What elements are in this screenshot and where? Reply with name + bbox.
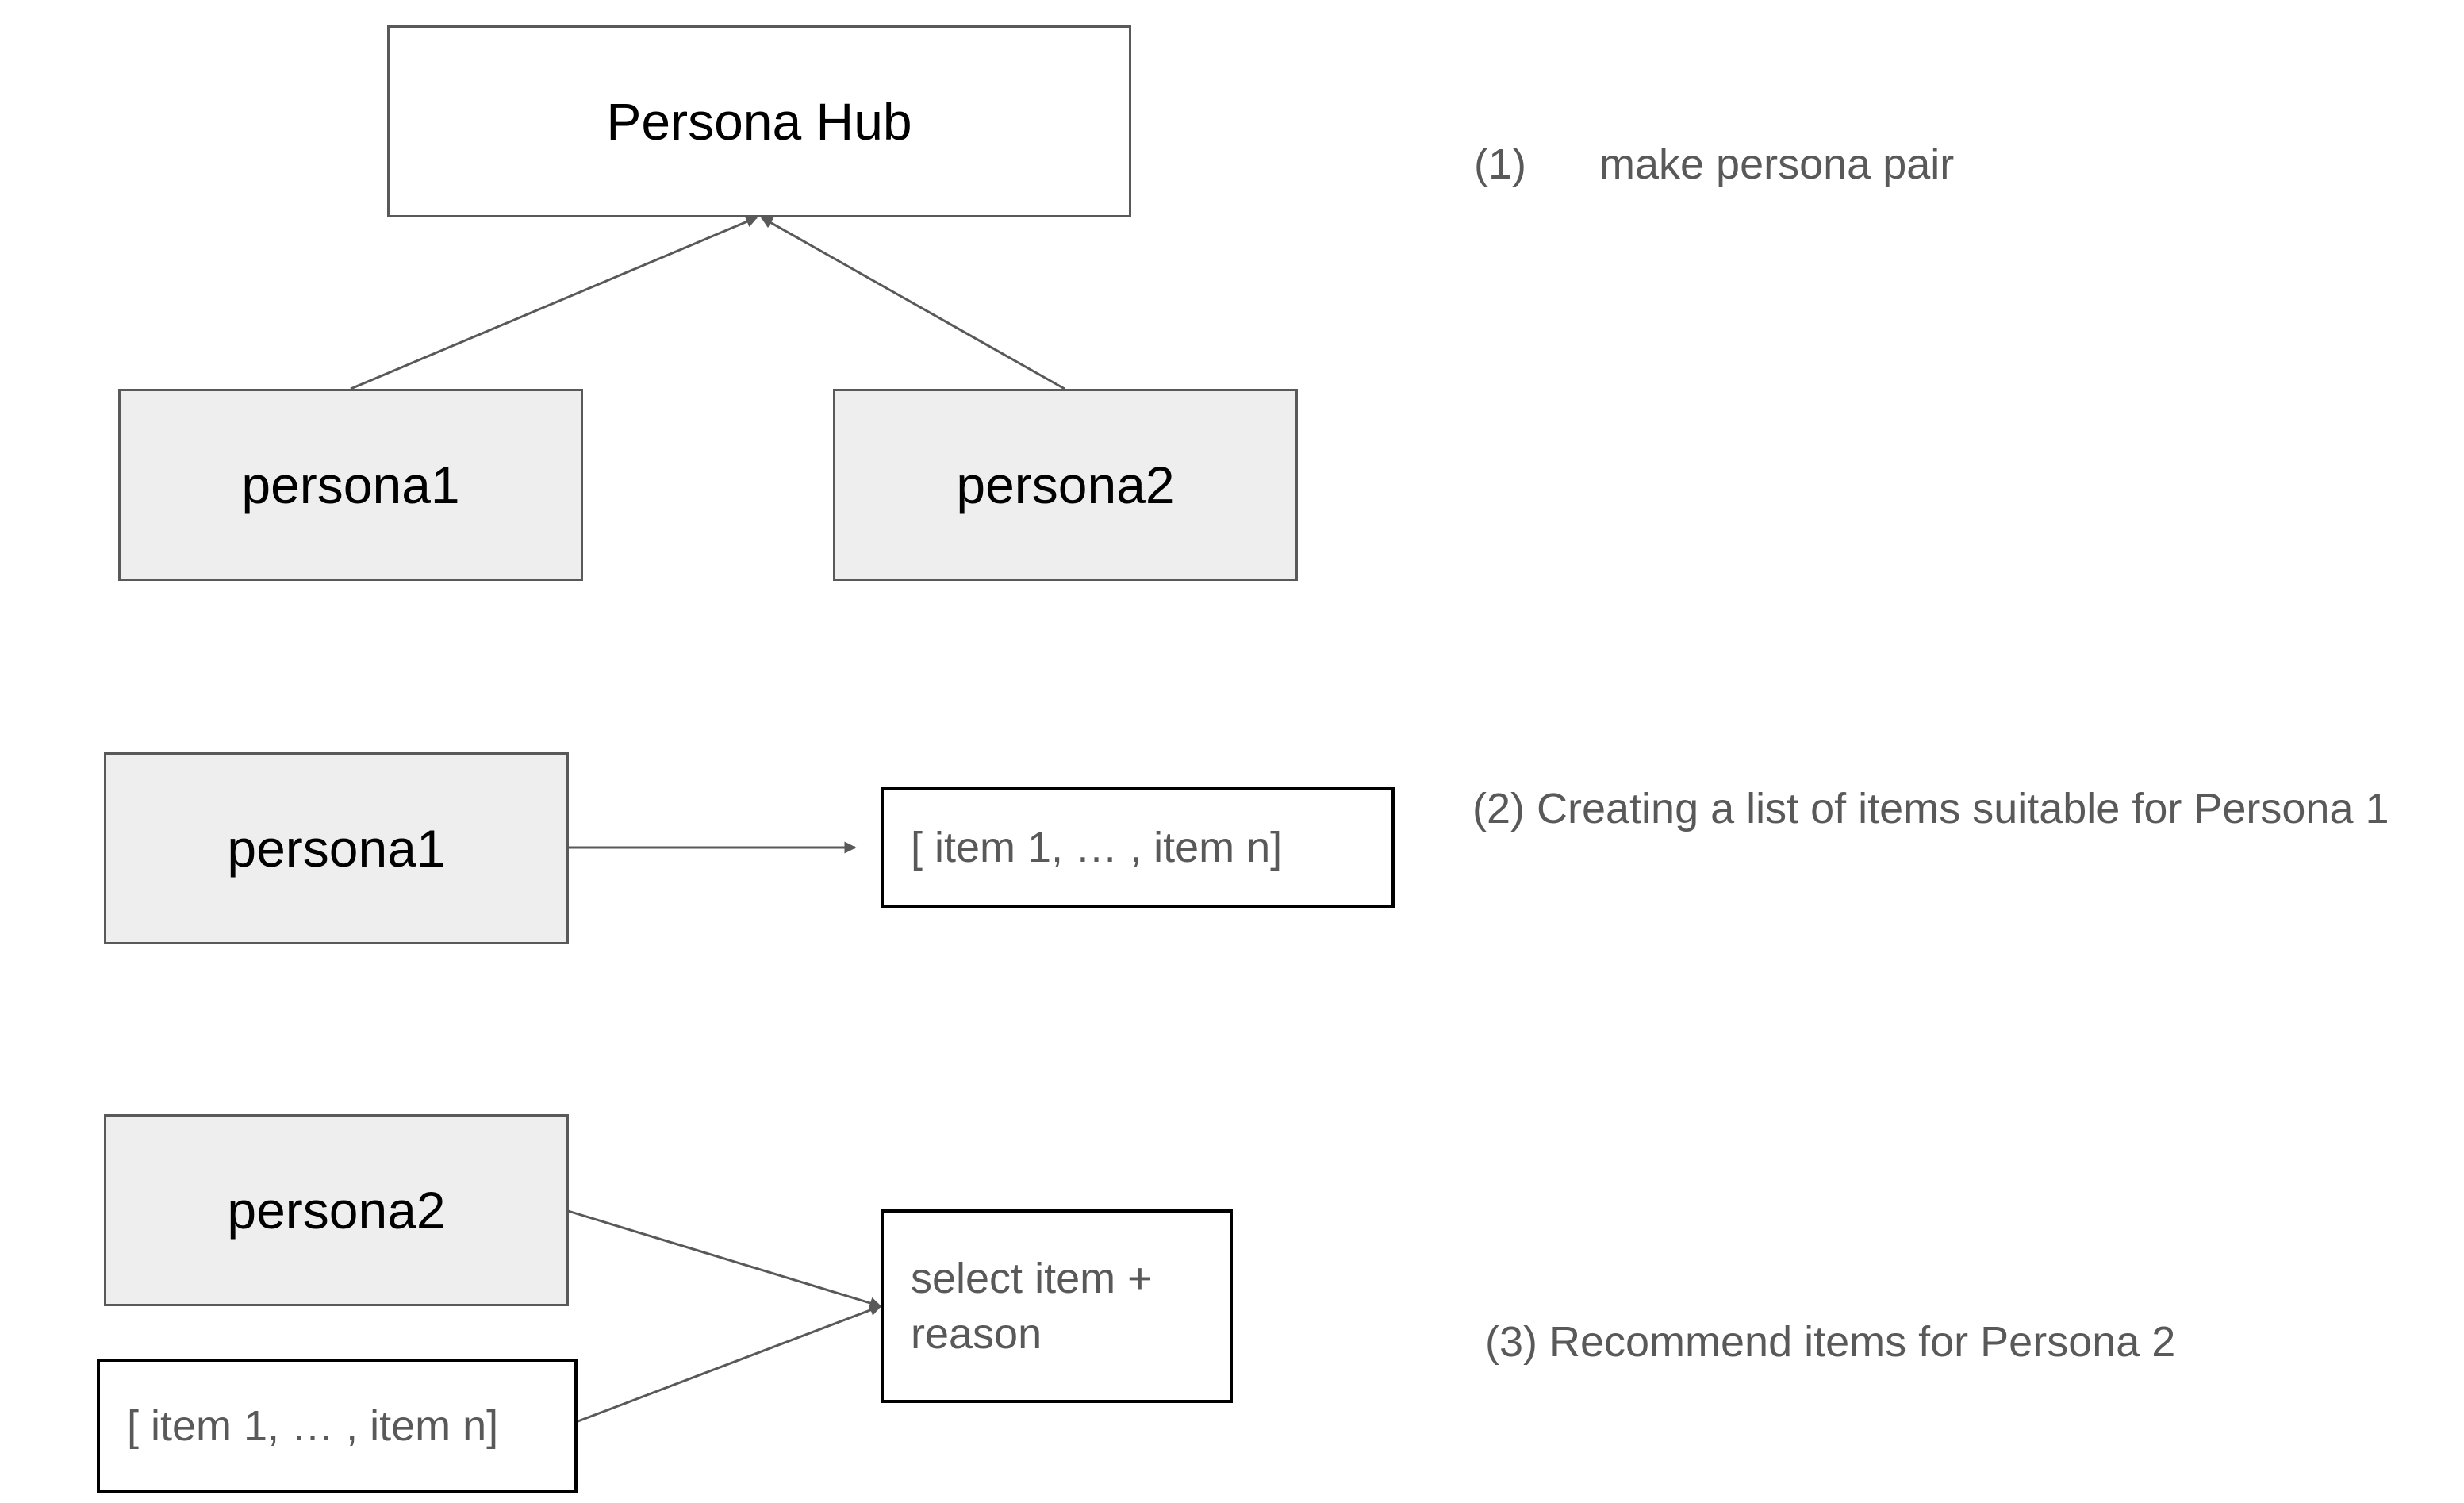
stage2-item-list-box: [ item 1, … , item n] bbox=[881, 787, 1395, 908]
arrow-persona2-to-result bbox=[567, 1209, 882, 1309]
stage1-persona1-box: persona1 bbox=[118, 389, 583, 581]
step1-text: make persona pair bbox=[1599, 140, 1955, 188]
step2-label: (2) Creating a list of items suitable fo… bbox=[1472, 785, 2389, 832]
persona-hub-box: Persona Hub bbox=[387, 25, 1131, 217]
step3-label: (3) Recommend items for Persona 2 bbox=[1485, 1318, 2176, 1366]
stage3-persona2-box: persona2 bbox=[104, 1114, 569, 1306]
select-item-reason-box: select item + reason bbox=[881, 1209, 1233, 1403]
arrow-persona1-to-hub bbox=[350, 216, 758, 390]
result-line-2: reason bbox=[911, 1310, 1042, 1358]
arrow-list-to-result bbox=[575, 1304, 882, 1424]
step1-label: (1) make persona pair bbox=[1474, 140, 1954, 189]
arrow-persona2-to-hub bbox=[760, 216, 1065, 390]
step1-number: (1) bbox=[1474, 140, 1526, 188]
stage3-item-list-box: [ item 1, … , item n] bbox=[97, 1359, 578, 1493]
stage2-persona1-box: persona1 bbox=[104, 752, 569, 944]
stage1-persona2-box: persona2 bbox=[833, 389, 1298, 581]
result-line-1: select item + bbox=[911, 1255, 1153, 1302]
